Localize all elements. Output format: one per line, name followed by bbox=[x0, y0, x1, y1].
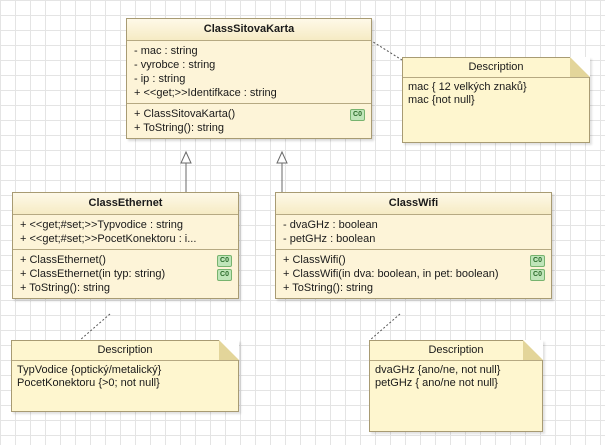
attributes-compartment: - dvaGHz : boolean - petGHz : boolean bbox=[276, 215, 551, 250]
attribute-row[interactable]: - ip : string bbox=[134, 73, 186, 85]
operations-compartment: + ClassSitovaKarta() C0 + ToString(): str… bbox=[127, 104, 371, 138]
class-ethernet[interactable]: ClassEthernet + <<get;#set;>>Typvodice :… bbox=[12, 192, 239, 299]
note-title: Description bbox=[403, 58, 589, 78]
note-body: mac { 12 velkých znaků} mac {not null} bbox=[403, 78, 589, 110]
attribute-row[interactable]: + <<get;#set;>>Typvodice : string bbox=[20, 219, 183, 231]
operation-text: + ToString(): string bbox=[20, 282, 110, 294]
constructor-badge: C0 bbox=[350, 109, 365, 121]
attributes-compartment: - mac : string - vyrobce : string - ip :… bbox=[127, 41, 371, 104]
class-name: ClassWifi bbox=[276, 193, 551, 215]
operation-row[interactable]: + ClassWifi(in dva: boolean, in pet: boo… bbox=[283, 267, 551, 281]
note-anchor-ethernet bbox=[79, 313, 111, 341]
class-name: ClassEthernet bbox=[13, 193, 238, 215]
operation-row[interactable]: + ClassEthernet(in typ: string) C0 bbox=[20, 267, 238, 281]
attribute-row[interactable]: + <<get;>>Identifkace : string bbox=[134, 87, 277, 99]
note-body: dvaGHz {ano/ne, not null} petGHz { ano/n… bbox=[370, 361, 542, 393]
note-fold-corner bbox=[570, 57, 590, 77]
operation-text: + ClassEthernet(in typ: string) bbox=[20, 268, 166, 280]
generalization-ethernet-arrowhead bbox=[180, 150, 192, 164]
note-anchor-karta bbox=[369, 39, 403, 61]
attribute-row[interactable]: - mac : string bbox=[134, 45, 198, 57]
operation-text: + ClassEthernet() bbox=[20, 254, 106, 266]
attribute-row[interactable]: - dvaGHz : boolean bbox=[283, 219, 378, 231]
attribute-row[interactable]: - vyrobce : string bbox=[134, 59, 216, 71]
class-wifi[interactable]: ClassWifi - dvaGHz : boolean - petGHz : … bbox=[275, 192, 552, 299]
note-anchor-wifi bbox=[369, 313, 401, 341]
operation-text: + ClassWifi(in dva: boolean, in pet: boo… bbox=[283, 268, 499, 280]
note-line: mac {not null} bbox=[408, 94, 475, 106]
constructor-badge: C0 bbox=[217, 255, 232, 267]
note-ethernet[interactable]: Description TypVodice {optický/metalický… bbox=[11, 340, 239, 412]
note-fold-corner bbox=[523, 340, 543, 360]
note-wifi[interactable]: Description dvaGHz {ano/ne, not null} pe… bbox=[369, 340, 543, 432]
note-sitova-karta[interactable]: Description mac { 12 velkých znaků} mac … bbox=[402, 57, 590, 143]
operation-row[interactable]: + ToString(): string bbox=[20, 281, 238, 295]
note-line: dvaGHz {ano/ne, not null} bbox=[375, 364, 501, 376]
operation-row[interactable]: + ToString(): string bbox=[283, 281, 551, 295]
constructor-badge: C0 bbox=[217, 269, 232, 281]
attributes-compartment: + <<get;#set;>>Typvodice : string + <<ge… bbox=[13, 215, 238, 250]
note-title: Description bbox=[370, 341, 542, 361]
operation-row[interactable]: + ClassSitovaKarta() C0 bbox=[134, 107, 371, 121]
generalization-wifi-arrowhead bbox=[276, 150, 288, 164]
note-line: mac { 12 velkých znaků} bbox=[408, 81, 527, 93]
note-fold-corner bbox=[219, 340, 239, 360]
operations-compartment: + ClassWifi() C0 + ClassWifi(in dva: bool… bbox=[276, 250, 551, 298]
note-title: Description bbox=[12, 341, 238, 361]
operation-text: + ClassSitovaKarta() bbox=[134, 108, 236, 120]
operation-row[interactable]: + ToString(): string bbox=[134, 121, 371, 135]
class-name: ClassSitovaKarta bbox=[127, 19, 371, 41]
note-body: TypVodice {optický/metalický} PocetKonek… bbox=[12, 361, 238, 393]
attribute-row[interactable]: - petGHz : boolean bbox=[283, 233, 376, 245]
note-line: petGHz { ano/ne not null} bbox=[375, 377, 498, 389]
attribute-row[interactable]: + <<get;#set;>>PocetKonektoru : i... bbox=[20, 233, 197, 245]
constructor-badge: C0 bbox=[530, 255, 545, 267]
operation-row[interactable]: + ClassEthernet() C0 bbox=[20, 253, 238, 267]
operation-row[interactable]: + ClassWifi() C0 bbox=[283, 253, 551, 267]
operation-text: + ToString(): string bbox=[134, 122, 224, 134]
note-line: PocetKonektoru {>0; not null} bbox=[17, 377, 160, 389]
operation-text: + ToString(): string bbox=[283, 282, 373, 294]
constructor-badge: C0 bbox=[530, 269, 545, 281]
class-sitova-karta[interactable]: ClassSitovaKarta - mac : string - vyrobc… bbox=[126, 18, 372, 139]
operations-compartment: + ClassEthernet() C0 + ClassEthernet(in t… bbox=[13, 250, 238, 298]
note-line: TypVodice {optický/metalický} bbox=[17, 364, 162, 376]
operation-text: + ClassWifi() bbox=[283, 254, 346, 266]
